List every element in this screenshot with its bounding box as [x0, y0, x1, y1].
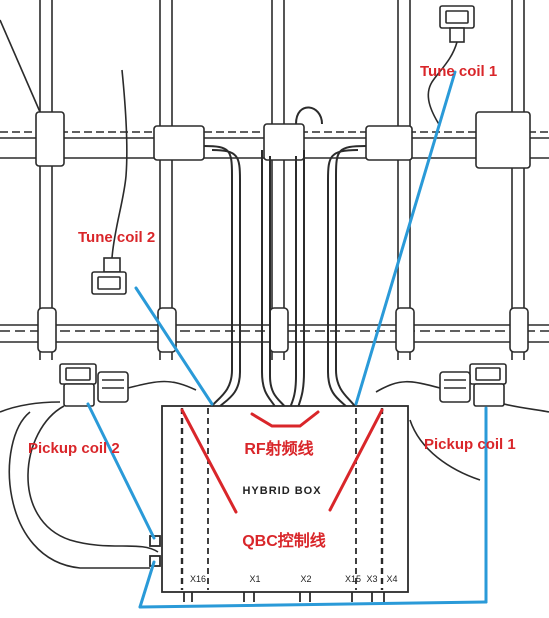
upper-clamps — [35, 111, 531, 169]
qbc-line-marks — [180, 408, 384, 514]
tune-coil-1-label: Tune coil 1 — [420, 63, 497, 80]
pickup-coil-1-label: Pickup coil 1 — [424, 436, 516, 453]
terminal-x4: X4 — [386, 574, 397, 584]
hybrid-box-label: HYBRID BOX — [242, 485, 321, 497]
terminal-x3: X3 — [366, 574, 377, 584]
rf-line-marks — [250, 410, 320, 428]
tune-coil-2-connector — [91, 69, 128, 295]
qbc-line-label: QBC控制线 — [242, 531, 326, 550]
rf-line-label: RF射频线 — [244, 439, 313, 458]
terminal-x1: X1 — [249, 574, 260, 584]
blue-routing-lines — [86, 70, 488, 609]
pickup-coil-2-label: Pickup coil 2 — [28, 440, 120, 457]
tune-coil-2-label: Tune coil 2 — [78, 229, 155, 246]
terminal-x2: X2 — [300, 574, 311, 584]
terminal-labels: X16 X1 X2 X15 X3 X4 — [190, 574, 398, 584]
tune-coil-1-connector — [427, 5, 475, 127]
pickup-coil-2-assembly — [0, 363, 197, 569]
terminal-x15: X15 — [345, 574, 361, 584]
frame-structure — [0, 0, 549, 360]
lower-clamps — [37, 307, 529, 353]
pickup-coil-1-assembly — [375, 363, 549, 481]
terminal-x16: X16 — [190, 574, 206, 584]
